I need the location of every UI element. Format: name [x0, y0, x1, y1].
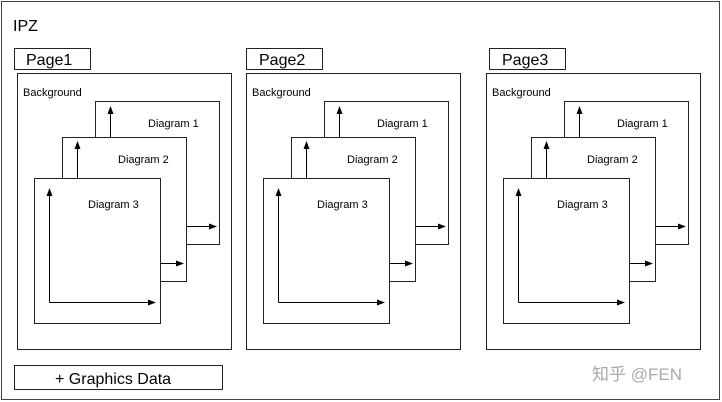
- page-tab: [246, 48, 323, 70]
- background-label: Background: [23, 87, 82, 99]
- diagram-2-x-arrow-icon: [645, 260, 653, 267]
- diagram-1-x-arrow-icon: [438, 223, 446, 230]
- diagram-2-y-arrow-icon: [303, 141, 310, 149]
- graphics-data-box: [14, 365, 223, 390]
- diagram-1-label: Diagram 1: [617, 118, 668, 130]
- page-tab: [489, 48, 566, 70]
- diagram-3-x-arrow-icon: [148, 299, 156, 306]
- diagram-2-y-arrow-icon: [74, 141, 81, 149]
- watermark: 知乎 @FEN: [592, 365, 682, 384]
- diagram-2-label: Diagram 2: [118, 154, 169, 166]
- diagram-3-label: Diagram 3: [317, 199, 368, 211]
- page-label: Page2: [259, 52, 305, 69]
- diagram-3-layer: [34, 178, 161, 324]
- background-label: Background: [492, 87, 551, 99]
- diagram-1-y-arrow-icon: [336, 106, 343, 114]
- diagram-2-label: Diagram 2: [587, 154, 638, 166]
- diagram-1-label: Diagram 1: [377, 118, 428, 130]
- diagram-2-x-arrow-icon: [176, 260, 184, 267]
- diagram-3-layer: [263, 178, 390, 324]
- diagram-1-y-arrow-icon: [576, 106, 583, 114]
- diagram-2-y-arrow-icon: [543, 141, 550, 149]
- graphics-data-label: + Graphics Data: [55, 371, 171, 388]
- diagram-1-y-arrow-icon: [107, 106, 114, 114]
- background-label: Background: [252, 87, 311, 99]
- diagram-3-y-arrow-icon: [515, 188, 522, 196]
- page-label: Page3: [502, 52, 548, 69]
- diagram-3-y-arrow-icon: [46, 188, 53, 196]
- diagram-1-label: Diagram 1: [148, 118, 199, 130]
- diagram-2-label: Diagram 2: [347, 154, 398, 166]
- diagram-3-y-arrow-icon: [275, 188, 282, 196]
- page-label: Page1: [26, 52, 72, 69]
- diagram-3-label: Diagram 3: [88, 199, 139, 211]
- diagram-1-x-arrow-icon: [209, 223, 217, 230]
- page-1: Page1 Background Diagram 1 Diagram 2 Dia…: [14, 48, 232, 350]
- ipz-title: IPZ: [13, 18, 38, 35]
- page-tab: [14, 48, 91, 70]
- diagram-3-label: Diagram 3: [557, 199, 608, 211]
- diagram-2-x-arrow-icon: [405, 260, 413, 267]
- page-3: Page3 Background Diagram 1 Diagram 2 Dia…: [486, 48, 701, 350]
- diagram-3-layer: [503, 178, 630, 324]
- page-2: Page2 Background Diagram 1 Diagram 2 Dia…: [246, 48, 461, 350]
- diagram-3-x-arrow-icon: [617, 299, 625, 306]
- diagram-3-x-arrow-icon: [377, 299, 385, 306]
- diagram-1-x-arrow-icon: [678, 223, 686, 230]
